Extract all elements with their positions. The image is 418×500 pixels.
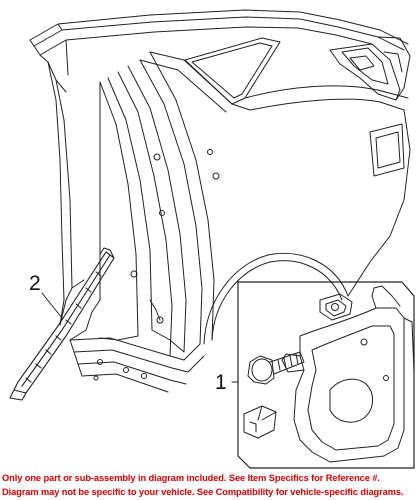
callout-2-label: 2 <box>29 272 41 295</box>
parts-diagram <box>9 9 415 469</box>
retainer-clip <box>243 405 277 439</box>
disclaimer-line-2: Diagram may not be specific to your vehi… <box>2 487 404 497</box>
quarter-panel-illustration <box>29 9 411 393</box>
part-1-detail-box <box>237 281 415 469</box>
bolt <box>247 351 305 385</box>
part-1-mud-flap <box>281 285 415 463</box>
part-2-molding-strip <box>9 247 115 401</box>
callout-2-leader <box>41 292 63 319</box>
disclaimer-footer: Only one part or sub-assembly in diagram… <box>0 471 418 500</box>
clip-nut <box>319 293 353 321</box>
disclaimer-line-1: Only one part or sub-assembly in diagram… <box>2 473 380 483</box>
callout-1-label: 1 <box>215 371 227 394</box>
